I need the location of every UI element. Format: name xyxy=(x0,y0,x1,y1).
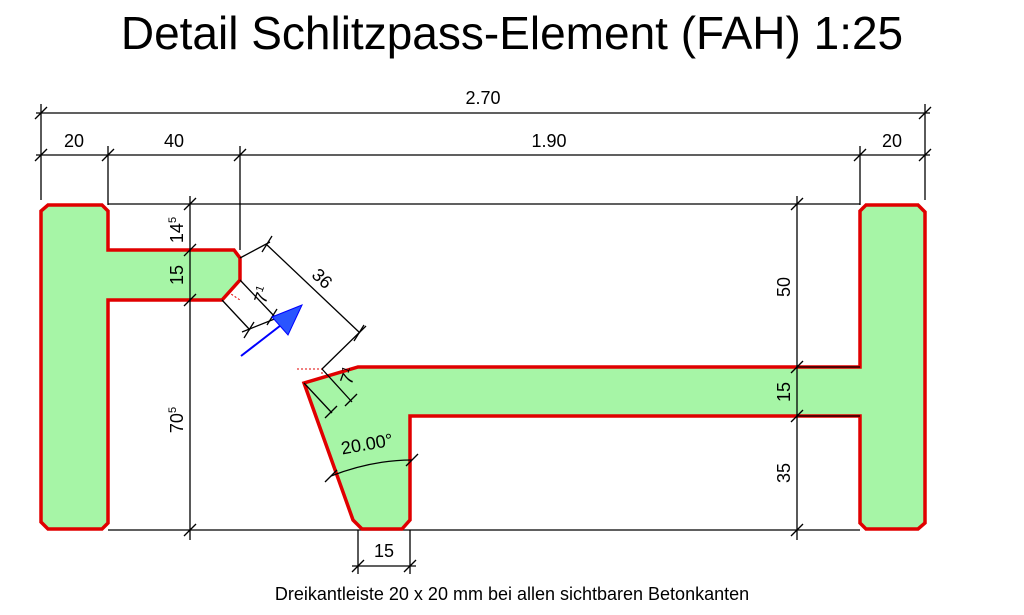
tick xyxy=(183,293,197,307)
ext-line xyxy=(239,279,277,319)
dim-bottom-width: 15 xyxy=(374,541,394,561)
right-element-section xyxy=(301,203,927,531)
tick xyxy=(790,197,804,211)
tick xyxy=(405,453,419,467)
tick xyxy=(233,148,247,162)
footnote: Dreikantleiste 20 x 20 mm bei allen sich… xyxy=(274,584,750,604)
tick xyxy=(101,148,115,162)
tick xyxy=(34,106,48,120)
left-element-section xyxy=(39,203,242,531)
ext-line xyxy=(239,241,271,259)
ext-line xyxy=(221,299,251,331)
dim-right-flange: 20 xyxy=(882,131,902,151)
dim-left-gap: 40 xyxy=(164,131,184,151)
tick xyxy=(790,409,804,423)
tick xyxy=(183,523,197,537)
tick xyxy=(324,469,338,483)
dim-lower-left: 705 xyxy=(167,407,187,433)
dim-right-arm: 15 xyxy=(774,382,794,402)
drawing-title: Detail Schlitzpass-Element (FAH) 1:25 xyxy=(120,7,904,59)
chamfer-hint-upper xyxy=(227,291,241,301)
dim-line-diagonal xyxy=(265,243,361,334)
dim-left-arm: 15 xyxy=(167,265,187,285)
tick xyxy=(183,197,197,211)
direction-arrow-icon xyxy=(240,304,303,357)
dim-middle: 1.90 xyxy=(531,131,566,151)
tick xyxy=(403,559,417,573)
ext-line xyxy=(303,382,333,414)
tick xyxy=(34,148,48,162)
ext-line xyxy=(321,368,353,403)
tick xyxy=(351,559,365,573)
dim-chamfer-upper: 71 xyxy=(250,284,274,306)
tick xyxy=(344,393,358,407)
tick xyxy=(261,235,273,253)
dim-upper-gap: 145 xyxy=(167,217,187,243)
dim-overall: 2.70 xyxy=(465,88,500,108)
tick xyxy=(243,321,255,339)
dim-right-bottom: 35 xyxy=(774,463,794,483)
angle-arc xyxy=(330,459,413,477)
tick xyxy=(918,148,932,162)
tick xyxy=(918,106,932,120)
tick xyxy=(790,523,804,537)
tick xyxy=(324,405,338,419)
dim-right-top: 50 xyxy=(774,277,794,297)
tick xyxy=(790,360,804,374)
dim-left-flange: 20 xyxy=(64,131,84,151)
tick xyxy=(353,324,365,342)
tick xyxy=(853,148,867,162)
tick xyxy=(183,243,197,257)
